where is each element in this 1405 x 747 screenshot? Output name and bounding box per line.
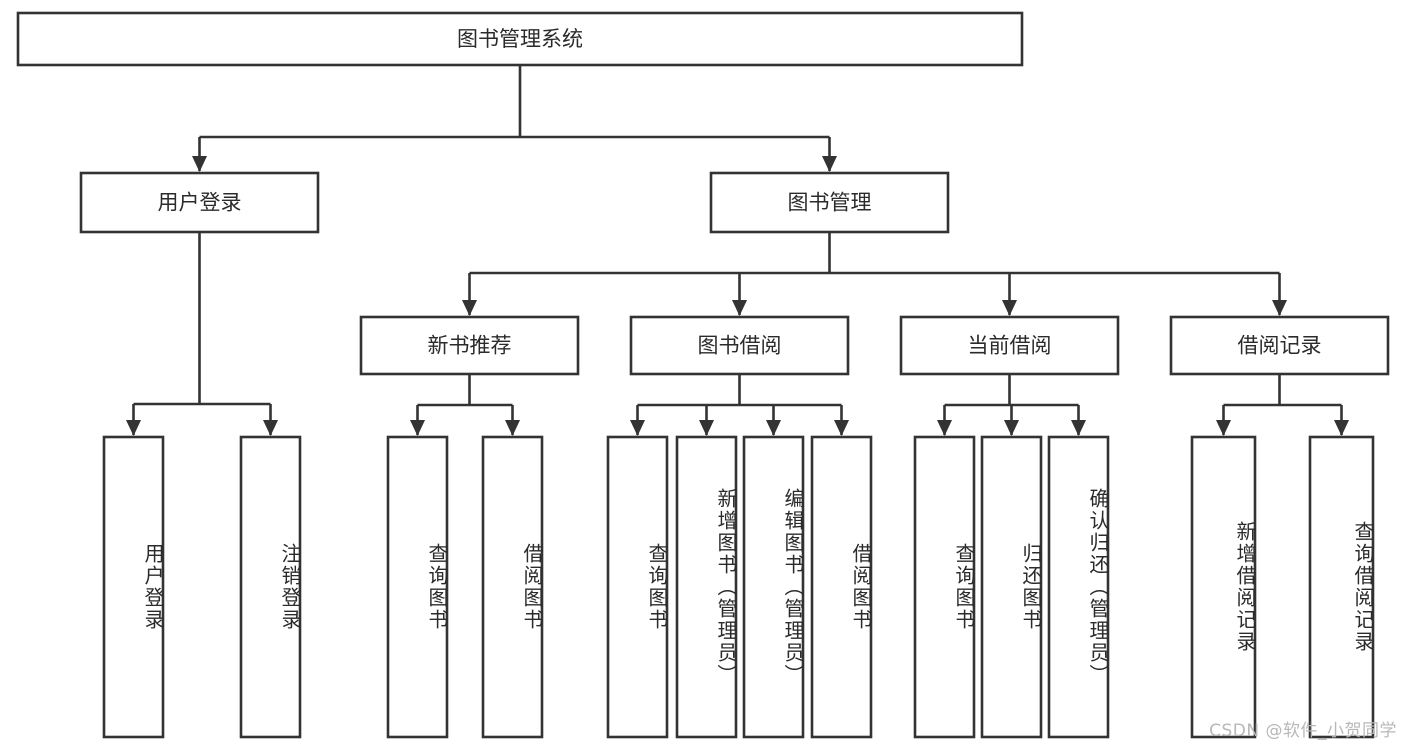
arrow-head-icon xyxy=(1272,300,1287,316)
arrow-head-icon xyxy=(505,420,520,436)
node-leaf-2[interactable] xyxy=(386,435,449,739)
arrow-head-icon xyxy=(263,420,278,436)
node-label: 图书管理 xyxy=(788,191,872,215)
node-leaf-11[interactable] xyxy=(1190,435,1257,739)
node-label: 新书推荐 xyxy=(428,334,512,358)
arrow-head-icon xyxy=(630,420,645,436)
node-leaf-5[interactable] xyxy=(675,435,738,739)
node-level3-1[interactable] xyxy=(629,315,850,376)
node-box-rect xyxy=(606,435,669,739)
node-label: 当前借阅 xyxy=(968,334,1052,358)
arrow-head-icon xyxy=(937,420,952,436)
arrow-head-icon xyxy=(822,156,837,172)
node-label: 图书借阅 xyxy=(698,334,782,358)
node-level3-2[interactable] xyxy=(899,315,1120,376)
node-level3-0[interactable] xyxy=(359,315,580,376)
node-leaf-9[interactable] xyxy=(980,435,1043,739)
node-box-rect xyxy=(1047,435,1110,739)
node-leaf-8[interactable] xyxy=(913,435,976,739)
node-box-rect xyxy=(742,435,805,739)
arrow-head-icon xyxy=(1002,300,1017,316)
node-level3-3[interactable] xyxy=(1169,315,1390,376)
node-leaf-1[interactable] xyxy=(239,435,302,739)
arrow-head-icon xyxy=(766,420,781,436)
arrow-head-icon xyxy=(699,420,714,436)
node-leaf-6[interactable] xyxy=(742,435,805,739)
node-box-rect xyxy=(102,435,165,739)
node-box-rect xyxy=(239,435,302,739)
node-leaf-0[interactable] xyxy=(102,435,165,739)
arrow-head-icon xyxy=(1071,420,1086,436)
node-leaf-3[interactable] xyxy=(481,435,544,739)
node-box-rect xyxy=(481,435,544,739)
arrow-head-icon xyxy=(192,156,207,172)
node-boxes-layer xyxy=(16,11,1390,739)
arrow-head-icon xyxy=(462,300,477,316)
node-root-0[interactable] xyxy=(16,11,1024,67)
node-box-rect xyxy=(1308,435,1375,739)
arrow-head-icon xyxy=(126,420,141,436)
arrow-head-icon xyxy=(410,420,425,436)
node-leaf-10[interactable] xyxy=(1047,435,1110,739)
watermark-text: CSDN @软件_小贺同学 xyxy=(1209,721,1397,741)
node-label: 图书管理系统 xyxy=(457,27,583,51)
node-leaf-4[interactable] xyxy=(606,435,669,739)
node-box-rect xyxy=(386,435,449,739)
node-box-rect xyxy=(675,435,738,739)
node-box-rect xyxy=(980,435,1043,739)
node-box-rect xyxy=(1169,315,1390,376)
node-box-rect xyxy=(359,315,580,376)
node-box-rect xyxy=(899,315,1120,376)
node-leaf-7[interactable] xyxy=(810,435,873,739)
node-box-rect xyxy=(1190,435,1257,739)
arrow-head-icon xyxy=(1004,420,1019,436)
node-label: 借阅记录 xyxy=(1238,334,1322,358)
node-box-rect xyxy=(709,171,950,234)
node-level2-1[interactable] xyxy=(709,171,950,234)
arrow-head-icon xyxy=(732,300,747,316)
node-leaf-12[interactable] xyxy=(1308,435,1375,739)
node-box-rect xyxy=(79,171,320,234)
node-label: 用户登录 xyxy=(158,191,242,215)
node-level2-0[interactable] xyxy=(79,171,320,234)
node-box-rect xyxy=(629,315,850,376)
node-box-rect xyxy=(913,435,976,739)
node-box-rect xyxy=(810,435,873,739)
connectors-layer xyxy=(126,65,1349,436)
arrow-head-icon xyxy=(1216,420,1231,436)
arrow-head-icon xyxy=(834,420,849,436)
node-box-rect xyxy=(16,11,1024,67)
arrow-head-icon xyxy=(1334,420,1349,436)
